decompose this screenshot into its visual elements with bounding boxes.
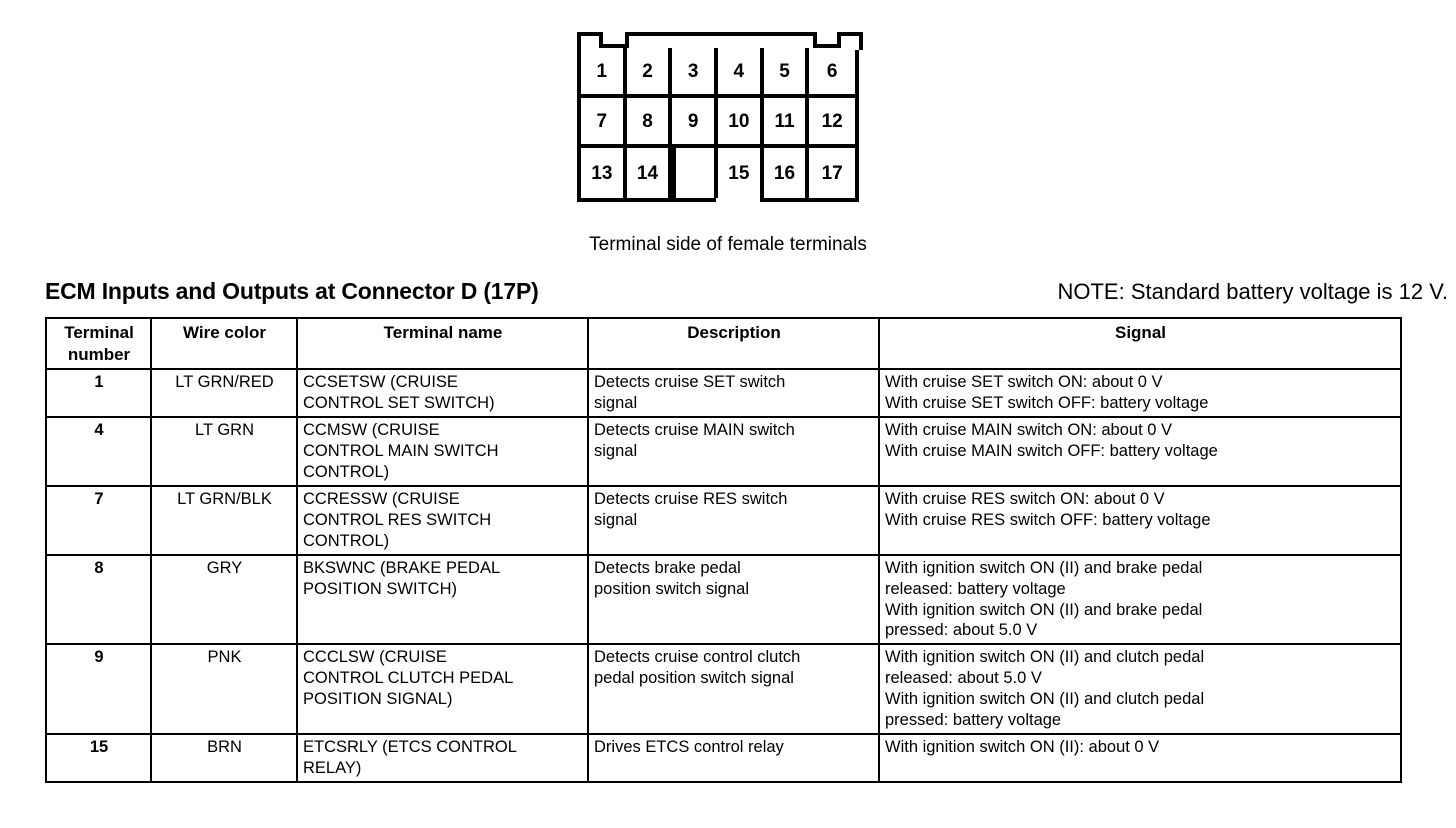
connector-right-notch-cap [837,32,841,50]
connector-pin-16: 16 [763,148,810,198]
connector-pin-4: 4 [718,48,764,98]
connector-pin-17: 17 [809,148,855,198]
connector-right-notch [837,32,863,50]
column-header-description: Description [587,317,880,370]
cell-wire-color: LT GRN [150,415,298,487]
cell-terminal-number: 1 [45,368,152,418]
column-header-terminal-name: Terminal name [296,317,589,370]
cell-wire-color: GRY [150,553,298,646]
connector-pin-9: 9 [672,98,718,148]
connector-pin-11: 11 [763,98,810,148]
cell-wire-color: BRN [150,733,298,784]
connector-pin-6: 6 [809,48,855,98]
note-label: NOTE: Standard battery voltage is 12 V. [1057,279,1448,304]
cell-signal: With ignition switch ON (II) and brake p… [878,553,1402,646]
connector-pin-1: 1 [581,48,627,98]
connector-blank-slot-cover [716,198,760,204]
connector-pin-14: 14 [626,148,673,198]
connector-empty-slot [672,148,718,198]
cell-signal: With ignition switch ON (II): about 0 V [878,733,1402,784]
cell-wire-color: LT GRN/RED [150,368,298,418]
connector-left-notch-cap [599,32,603,50]
connector-pin-5: 5 [763,48,810,98]
cell-terminal-number: 8 [45,553,152,646]
cell-terminal-number: 9 [45,643,152,736]
cell-terminal-number: 4 [45,415,152,487]
column-header-wire-color: Wire color [150,317,298,370]
connector-pin-12: 12 [809,98,855,148]
cell-signal: With ignition switch ON (II) and clutch … [878,643,1402,736]
connector-pin-13: 13 [581,148,627,198]
connector-pin-15: 15 [718,148,764,198]
connector-pin-10: 10 [718,98,764,148]
connector-pin-7: 7 [581,98,627,148]
cell-wire-color: LT GRN/BLK [150,484,298,556]
cell-terminal-number: 7 [45,484,152,556]
page-title: ECM Inputs and Outputs at Connector D (1… [45,278,539,304]
connector-pin-8: 8 [626,98,673,148]
column-header-signal: Signal [878,317,1402,370]
cell-terminal-number: 15 [45,733,152,784]
cell-description: Drives ETCS control relay [587,733,880,784]
connector-left-notch [577,32,603,50]
connector-pin-2: 2 [626,48,673,98]
cell-wire-color: PNK [150,643,298,736]
connector-pin-3: 3 [672,48,718,98]
figure-caption: Terminal side of female terminals [589,234,867,255]
